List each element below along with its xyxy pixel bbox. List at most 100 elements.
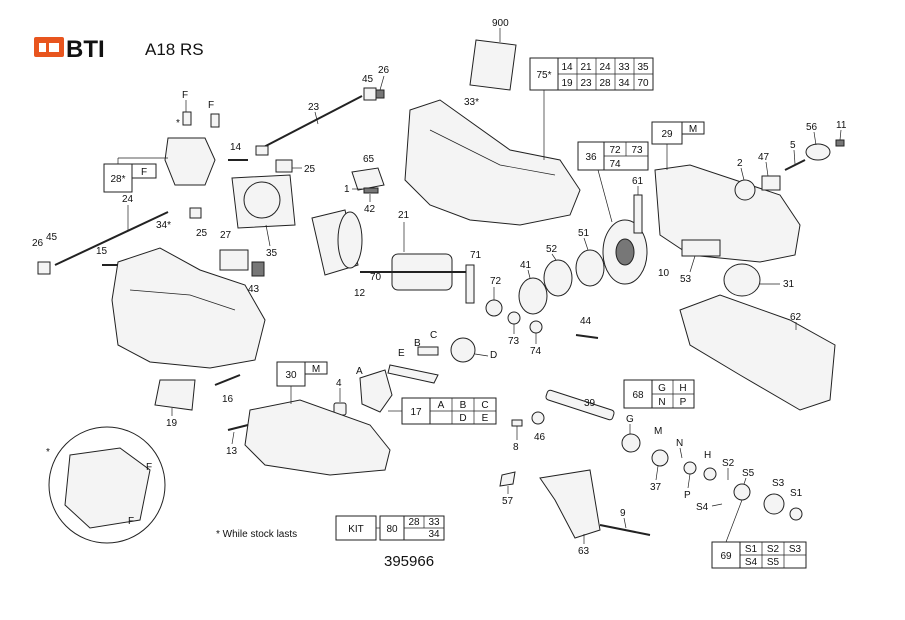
- part-P-washer: [683, 461, 697, 475]
- part-13-screw: [227, 424, 249, 431]
- part-72-bearing: [485, 299, 503, 317]
- callout-S4: S4: [696, 502, 709, 513]
- kit-box-KIT-id-cell: [335, 515, 377, 541]
- part-36-gear-hub: [615, 238, 635, 266]
- part-61-plate: [633, 194, 643, 234]
- kit-box-36-id: 36: [585, 152, 597, 163]
- callout-15: 15: [96, 246, 108, 257]
- callout-70: 70: [370, 272, 382, 283]
- kit-box-69-cell: S3: [789, 544, 802, 555]
- callout-35: 35: [266, 248, 278, 259]
- part-73-washer: [507, 311, 521, 325]
- model-name: A18 RS: [145, 40, 204, 59]
- part-26-cap: [375, 89, 385, 99]
- kit-box-75-cell: 19: [561, 78, 573, 89]
- part-71-bracket: [465, 264, 475, 304]
- kit-box-68: 68 G H N P: [623, 379, 695, 409]
- part-52-disc: [543, 259, 573, 297]
- kit-box-KIT-id: KIT: [348, 524, 364, 535]
- kit-box-36-cell: 73: [631, 145, 643, 156]
- callout-10: 10: [658, 268, 670, 279]
- callout-45: 45: [362, 74, 374, 85]
- part-23-cable: [257, 95, 363, 151]
- part-E-link: [387, 364, 439, 384]
- kit-box-75-cell: 23: [580, 78, 592, 89]
- part-56-plate: [805, 143, 831, 161]
- callout-D: D: [490, 350, 497, 361]
- callout-23: 23: [308, 102, 320, 113]
- kit-box-17-id: 17: [410, 407, 422, 418]
- callout-44: 44: [580, 316, 592, 327]
- kit-box-28-cell-box: [131, 163, 157, 179]
- callout-8: 8: [513, 442, 519, 453]
- kit-box-75: 75* 14 21 24 33 35 19 23 28 34 70: [529, 57, 654, 160]
- kit-box-KIT-cell: 33: [428, 517, 440, 528]
- part-900-bag: [469, 39, 517, 91]
- kit-box-69-id: 69: [720, 551, 732, 562]
- kit-box-30: 30 M: [276, 361, 328, 404]
- callout-43: 43: [248, 284, 260, 295]
- kit-box-75-cell: 14: [561, 62, 573, 73]
- part-housing-left: [111, 247, 266, 369]
- callout-62: 62: [790, 312, 802, 323]
- callout-65: 65: [363, 154, 375, 165]
- part-39-plunger: [545, 389, 615, 421]
- callout-A: A: [356, 366, 363, 377]
- kit-box-KIT-cell: 34: [428, 529, 440, 540]
- callout-72: 72: [490, 276, 502, 287]
- callout-16: 16: [222, 394, 234, 405]
- kit-box-75-cell: 35: [637, 62, 649, 73]
- part-9-screw: [599, 524, 651, 536]
- detail-callout-F: F: [128, 516, 134, 527]
- part-33-rib: [429, 129, 556, 176]
- callout-14: 14: [230, 142, 242, 153]
- part-29-gearbox: [654, 164, 801, 263]
- callout-57: 57: [502, 496, 514, 507]
- part-44-pin: [575, 334, 599, 339]
- part-27-block: [219, 249, 249, 271]
- kit-box-68-cell: P: [680, 397, 687, 408]
- part-37-ring: [651, 449, 669, 467]
- part-21-stator-end: [337, 211, 363, 269]
- kit-box-69-cell: S1: [745, 544, 758, 555]
- kit-box-68-cell: N: [658, 397, 665, 408]
- part-11-screw: [835, 139, 845, 147]
- kit-box-75-cell: 33: [618, 62, 630, 73]
- part-45-connector: [363, 87, 377, 101]
- callout-asterisk: *: [176, 118, 180, 129]
- callout-39: 39: [584, 398, 596, 409]
- callout-46: 46: [534, 432, 546, 443]
- callout-5: 5: [790, 140, 796, 151]
- part-housing-rib: [129, 289, 236, 311]
- brand-logo-mark: [39, 43, 46, 52]
- detail-inset-housing: [64, 447, 151, 529]
- callout-E: E: [398, 348, 405, 359]
- part-5-pin: [784, 159, 806, 171]
- callout-61: 61: [632, 176, 644, 187]
- part-74-nut: [529, 320, 543, 334]
- kit-box-17: 17 A B C D E: [388, 397, 497, 425]
- callout-9: 9: [620, 508, 626, 519]
- part-D-wheel: [450, 337, 476, 363]
- brand-logo-mark: [49, 43, 59, 52]
- kit-box-KIT: KIT 80 28 33 34: [335, 515, 445, 541]
- part-B-pin: [417, 346, 439, 356]
- part-24-cable: [54, 211, 169, 266]
- callout-C: C: [430, 330, 437, 341]
- callout-19: 19: [166, 418, 178, 429]
- kit-box-68-id: 68: [632, 390, 644, 401]
- callout-47: 47: [758, 152, 770, 163]
- kit-box-17-cell: A: [438, 400, 445, 411]
- callout-2: 2: [737, 158, 743, 169]
- kit-box-36-cell: 74: [609, 159, 621, 170]
- kit-box-17-cell: B: [460, 400, 467, 411]
- drawing-number: 395966: [384, 553, 434, 570]
- kit-box-17-cell: D: [459, 413, 466, 424]
- kit-box-17-cell: E: [482, 413, 489, 424]
- callout-45: 45: [46, 232, 58, 243]
- kit-box-29-cell-box: [681, 121, 705, 135]
- callout-41: 41: [520, 260, 532, 271]
- part-28-switch: [164, 137, 216, 186]
- kit-box-28-id: 28*: [110, 174, 125, 185]
- callout-F: F: [208, 100, 214, 111]
